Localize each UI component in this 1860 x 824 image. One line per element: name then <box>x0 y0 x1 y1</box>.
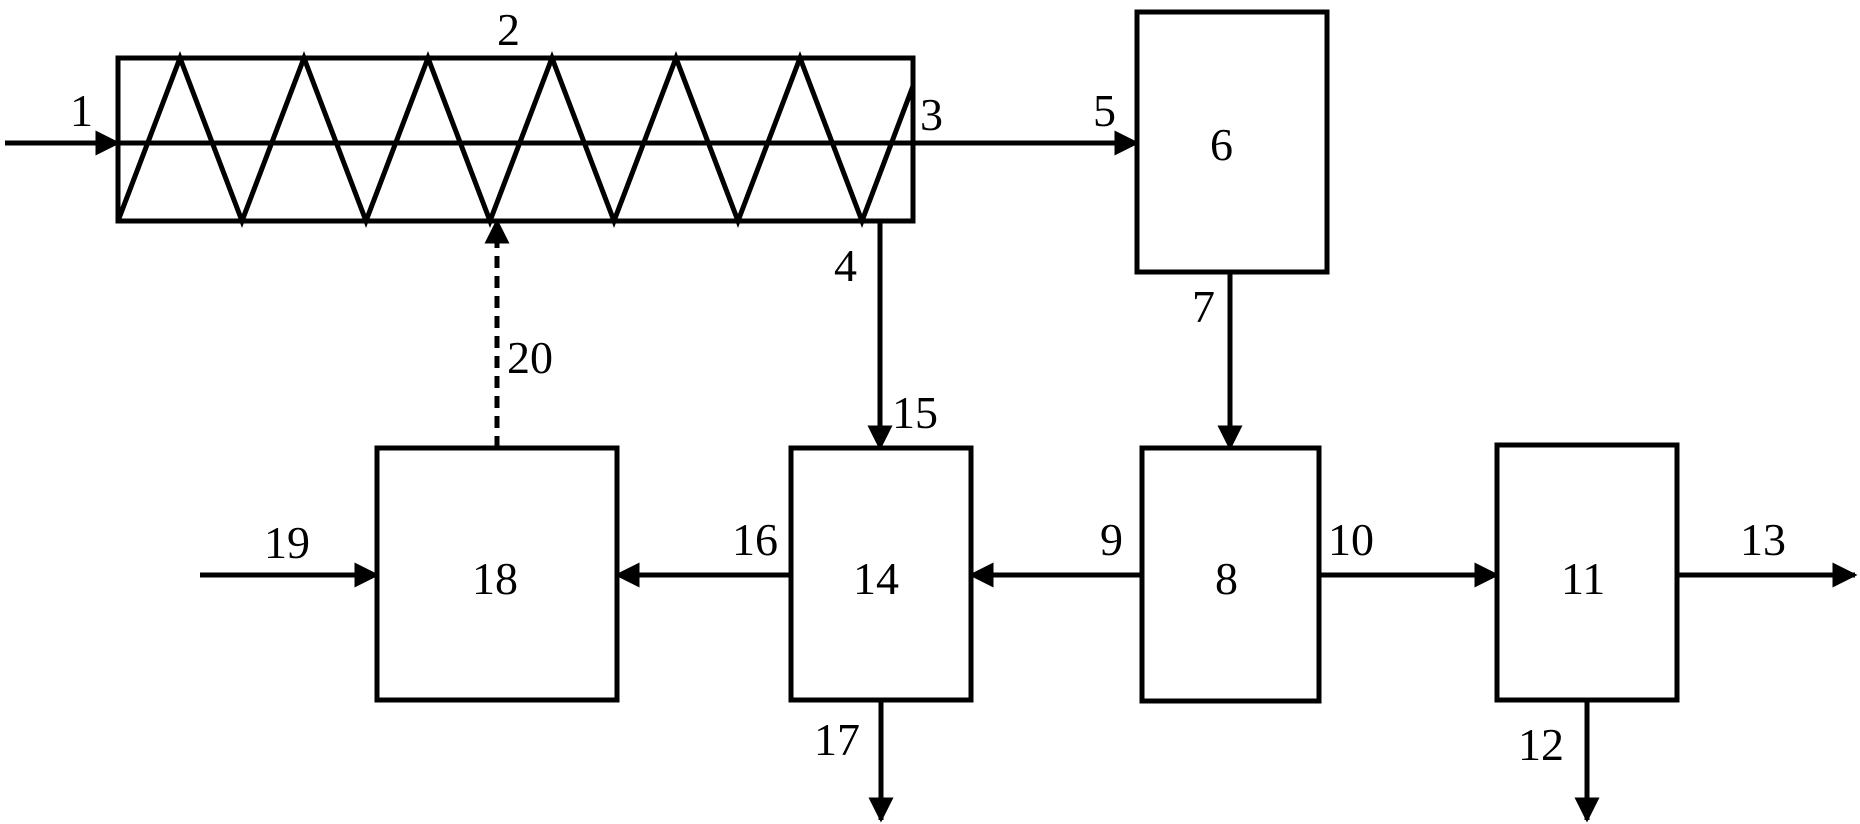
label-13: 13 <box>1740 514 1786 565</box>
label-1: 1 <box>70 85 93 136</box>
label-7: 7 <box>1192 281 1215 332</box>
label-19: 19 <box>264 517 310 568</box>
label-10: 10 <box>1328 514 1374 565</box>
label-9: 9 <box>1100 514 1123 565</box>
label-12: 12 <box>1518 719 1564 770</box>
label-20: 20 <box>507 332 553 383</box>
stream-4-15-arrow <box>867 218 913 451</box>
label-18: 18 <box>472 553 518 604</box>
label-11: 11 <box>1561 553 1605 604</box>
label-16: 16 <box>732 514 778 565</box>
label-5: 5 <box>1093 85 1116 136</box>
label-14: 14 <box>853 553 899 604</box>
label-3: 3 <box>920 89 943 140</box>
screw-zigzag <box>115 50 916 229</box>
unit-2-screw-reactor <box>115 50 916 229</box>
label-4: 4 <box>834 240 857 291</box>
label-2: 2 <box>497 4 520 55</box>
label-6: 6 <box>1210 119 1233 170</box>
label-15: 15 <box>892 387 938 438</box>
label-17: 17 <box>814 714 860 765</box>
label-8: 8 <box>1215 553 1238 604</box>
